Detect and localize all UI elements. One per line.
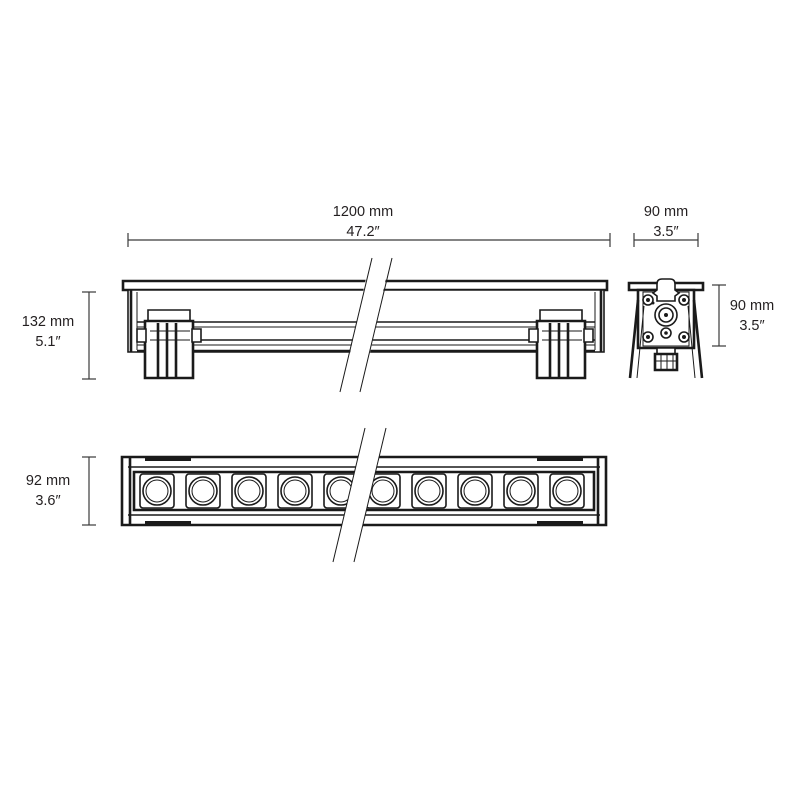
front-right-mounting-bracket [529, 310, 593, 378]
front-view-height-dimension: 132 mm 5.1″ [22, 291, 96, 380]
led-module [140, 474, 174, 508]
plan-tab-bottom-right [537, 521, 583, 525]
plan-view-break-symbol [333, 428, 386, 562]
plan-led-array-left [140, 474, 358, 508]
front-view-height-metric-label: 132 mm [22, 314, 74, 330]
bracket-right-ear-right [584, 329, 593, 342]
led-module [186, 474, 220, 508]
led-module [232, 474, 266, 508]
end-view-leg-right-outer [694, 300, 702, 378]
led-module [458, 474, 492, 508]
gland-body [655, 354, 677, 370]
end-view-height-metric-label: 90 mm [730, 298, 774, 314]
end-view-cable-gland [655, 348, 677, 370]
end-view-width-imperial-label: 3.5″ [653, 224, 678, 240]
plan-view-width-imperial-label: 3.6″ [35, 493, 60, 509]
led-module [412, 474, 446, 508]
bolt-top-right-core [682, 298, 686, 302]
end-view-leg-right-inner [688, 306, 695, 378]
pivot-center-dot [664, 313, 668, 317]
overall-length-imperial-label: 47.2″ [346, 224, 379, 240]
end-view-corner-bolts [643, 295, 689, 342]
plan-view-width-dimension: 92 mm 3.6″ [26, 456, 96, 526]
pivot-index-dot [651, 301, 655, 305]
bolt-top-left-core [646, 298, 650, 302]
end-view-height-dimension: 90 mm 3.5″ [712, 284, 774, 347]
led-module [366, 474, 400, 508]
overall-length-dimension: 1200 mm 47.2″ [127, 204, 611, 247]
front-elevation-view [123, 258, 607, 392]
led-module [504, 474, 538, 508]
bracket-left-ear-left [137, 329, 146, 342]
front-view-break-symbol [340, 258, 392, 392]
end-view-width-metric-label: 90 mm [644, 204, 688, 220]
plan-tab-top-right [537, 457, 583, 461]
end-view-leg-left-outer [630, 300, 638, 378]
end-view-center-pivot [651, 301, 678, 327]
front-left-mounting-bracket [137, 310, 201, 378]
end-view-lower-screw-core [664, 331, 668, 335]
plan-led-array-right [366, 474, 584, 508]
bracket-left-body [145, 321, 193, 378]
bracket-right-body [537, 321, 585, 378]
front-break-line-left [340, 258, 372, 392]
plan-break-line-left [333, 428, 365, 562]
end-view-height-imperial-label: 3.5″ [739, 318, 764, 334]
plan-break-line-right [354, 428, 386, 562]
end-view-leg-left-inner [637, 306, 644, 378]
plan-view-width-metric-label: 92 mm [26, 473, 70, 489]
bolt-bottom-right-core [682, 335, 686, 339]
end-view-knuckle [653, 279, 679, 301]
overall-length-metric-label: 1200 mm [333, 204, 393, 220]
bracket-left-top-plate [148, 310, 190, 321]
bracket-left-ear-right [192, 329, 201, 342]
front-view-height-imperial-label: 5.1″ [35, 334, 60, 350]
led-module [278, 474, 312, 508]
plan-tab-top-left [145, 457, 191, 461]
front-body-outline [128, 290, 372, 352]
plan-tab-bottom-left [145, 521, 191, 525]
bracket-right-ear-left [529, 329, 538, 342]
led-module [550, 474, 584, 508]
bracket-right-top-plate [540, 310, 582, 321]
plan-view [122, 428, 606, 562]
end-elevation-view [629, 279, 703, 378]
front-break-line-right [360, 258, 392, 392]
bolt-bottom-left-core [646, 335, 650, 339]
end-view-width-dimension: 90 mm 3.5″ [633, 204, 699, 247]
